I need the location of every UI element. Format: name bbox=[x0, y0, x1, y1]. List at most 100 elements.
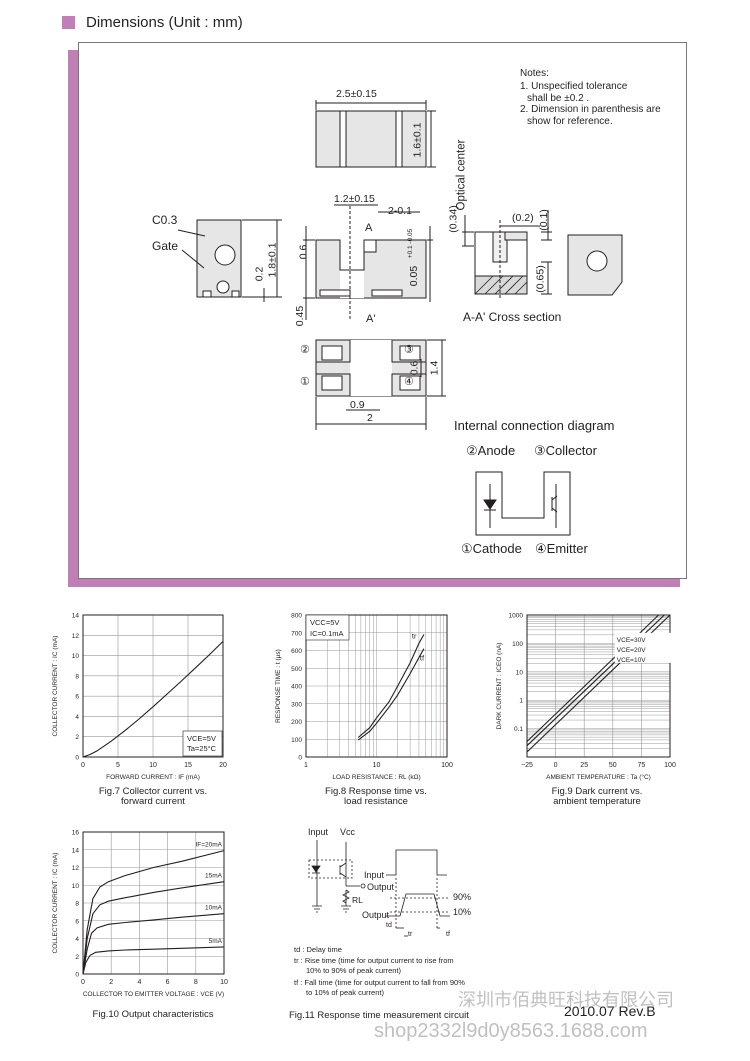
x-tick-label: 10 bbox=[373, 762, 381, 769]
dim-06: 0.6 bbox=[297, 244, 310, 260]
y-tick-label: 6 bbox=[75, 918, 79, 925]
y-tick-label: 800 bbox=[291, 613, 302, 620]
series-label: VCE=30V bbox=[617, 637, 646, 644]
plot-frame bbox=[305, 614, 448, 758]
y-tick-label: 12 bbox=[72, 865, 80, 872]
y-tick-label: 4 bbox=[75, 936, 79, 943]
dim-b06: 0.6 bbox=[408, 360, 421, 376]
caption-line: Fig.8 Response time vs. bbox=[325, 786, 427, 797]
page-title: Dimensions (Unit : mm) bbox=[86, 14, 243, 31]
x-tick-label: 4 bbox=[137, 979, 141, 986]
dim-005-tolerance: +0.1 -0.05 bbox=[407, 228, 415, 259]
fig11-td: td bbox=[386, 922, 392, 929]
x-tick-label: 5 bbox=[116, 762, 120, 769]
dim-045: 0.45 bbox=[294, 305, 307, 327]
y-tick-label: 300 bbox=[291, 701, 302, 708]
caption-line: Fig.10 Output characteristics bbox=[92, 1009, 214, 1020]
pin-1-mark: ① bbox=[300, 376, 310, 388]
fig11-def-tf: tf : Fall time (time for output current … bbox=[294, 978, 465, 987]
watermark-line2: shop2332l9d0y8563.1688.com bbox=[374, 1020, 648, 1042]
series-label: 15mA bbox=[205, 873, 223, 880]
x-tick-label: −25 bbox=[521, 762, 533, 769]
revision-label: 2010.07 Rev.B bbox=[564, 1003, 656, 1019]
fig8-caption: Fig.8 Response time vs. load resistance bbox=[306, 787, 446, 807]
x-tick-label: 25 bbox=[580, 762, 588, 769]
series-line bbox=[82, 946, 225, 975]
notes-heading: Notes: bbox=[520, 68, 549, 79]
y-tick-label: 0.1 bbox=[514, 726, 523, 733]
y-tick-label: 8 bbox=[75, 901, 79, 908]
fig11-def-tr2: 10% to 90% of peak current) bbox=[306, 966, 402, 975]
fig11-90: 90% bbox=[453, 892, 472, 902]
y-tick-label: 14 bbox=[72, 613, 80, 620]
y-tick-label: 4 bbox=[75, 714, 79, 721]
dim-b09: 0.9 bbox=[350, 399, 365, 411]
fig11-def-tr: tr : Rise time (time for output current … bbox=[294, 956, 454, 965]
fig11-rl: RL bbox=[352, 895, 363, 905]
y-axis-label: RESPONSE TIME : t (μs) bbox=[275, 649, 282, 723]
dim-034: (0.34) bbox=[447, 205, 460, 233]
dim-top-width: 2.5±0.15 bbox=[336, 88, 377, 100]
y-tick-label: 100 bbox=[291, 737, 302, 744]
dim-slot: 2-0.1 bbox=[388, 205, 412, 217]
y-tick-label: 700 bbox=[291, 630, 302, 637]
annotation-text: VCE=5V bbox=[187, 734, 216, 743]
internal-diagram-title: Internal connection diagram bbox=[454, 418, 615, 433]
anode-label: ②Anode bbox=[466, 443, 516, 458]
x-tick-label: 20 bbox=[219, 762, 227, 769]
fig11-tr: tr bbox=[408, 931, 413, 938]
dim-b2: 2 bbox=[367, 412, 373, 424]
fig11-vcc: Vcc bbox=[340, 827, 356, 837]
series-line bbox=[82, 850, 225, 975]
dim-005: 0.05 bbox=[408, 265, 421, 287]
plot-frame bbox=[82, 614, 224, 758]
dim-front-width: 1.2±0.15 bbox=[334, 193, 375, 205]
dim-18: 1.8±0.1 bbox=[266, 242, 279, 278]
notes-line: 2. Dimension in parenthesis are bbox=[520, 104, 661, 115]
x-tick-label: 10 bbox=[220, 979, 228, 986]
section-a-prime-label: A' bbox=[366, 313, 376, 325]
cross-section-label: A-A' Cross section bbox=[463, 310, 562, 324]
dim-01p: (0.1) bbox=[537, 209, 550, 231]
series-label: tr bbox=[412, 632, 417, 641]
pin-2-mark: ② bbox=[300, 344, 310, 356]
series-label: VCE=10V bbox=[617, 657, 646, 664]
fig11-10: 10% bbox=[453, 907, 472, 917]
cathode-label: ①Cathode bbox=[461, 541, 522, 556]
fig11-caption: Fig.11 Response time measurement circuit bbox=[289, 1010, 469, 1021]
y-tick-label: 16 bbox=[72, 830, 80, 837]
y-tick-label: 14 bbox=[72, 847, 80, 854]
series-label: VCE=20V bbox=[617, 647, 646, 654]
annotation-text: IC=0.1mA bbox=[310, 629, 344, 638]
section-a-label: A bbox=[365, 222, 373, 234]
dim-b14: 1.4 bbox=[428, 360, 441, 376]
x-axis-label: FORWARD CURRENT : IF (mA) bbox=[106, 774, 200, 781]
fig11-tf: tf bbox=[446, 931, 450, 938]
x-axis-label: COLLECTOR TO EMITTER VOLTAGE : VCE (V) bbox=[83, 991, 224, 998]
caption-line: load resistance bbox=[344, 796, 408, 807]
label-c03: C0.3 bbox=[152, 213, 178, 227]
x-tick-label: 1 bbox=[304, 762, 308, 769]
x-tick-label: 0 bbox=[81, 979, 85, 986]
y-tick-label: 200 bbox=[291, 719, 302, 726]
x-tick-label: 75 bbox=[638, 762, 646, 769]
dim-02: 0.2 bbox=[253, 266, 266, 282]
y-tick-label: 1 bbox=[519, 698, 523, 705]
series-line bbox=[357, 648, 425, 741]
legend-bg bbox=[614, 632, 675, 663]
series-line bbox=[82, 641, 224, 758]
fig11-output: Output bbox=[367, 882, 395, 892]
series-label: 10mA bbox=[205, 905, 223, 912]
notes-line: show for reference. bbox=[527, 116, 613, 127]
y-axis-label: DARK CURRENT : ICEO (nA) bbox=[496, 643, 503, 730]
y-axis-label: COLLECTOR CURRENT : IC (mA) bbox=[52, 853, 59, 954]
fig11-def-td: td : Delay time bbox=[294, 945, 342, 954]
x-tick-label: 50 bbox=[609, 762, 617, 769]
y-tick-label: 100 bbox=[512, 641, 523, 648]
y-tick-label: 8 bbox=[75, 673, 79, 680]
x-tick-label: 2 bbox=[109, 979, 113, 986]
series-label: IF=20mA bbox=[195, 842, 222, 849]
